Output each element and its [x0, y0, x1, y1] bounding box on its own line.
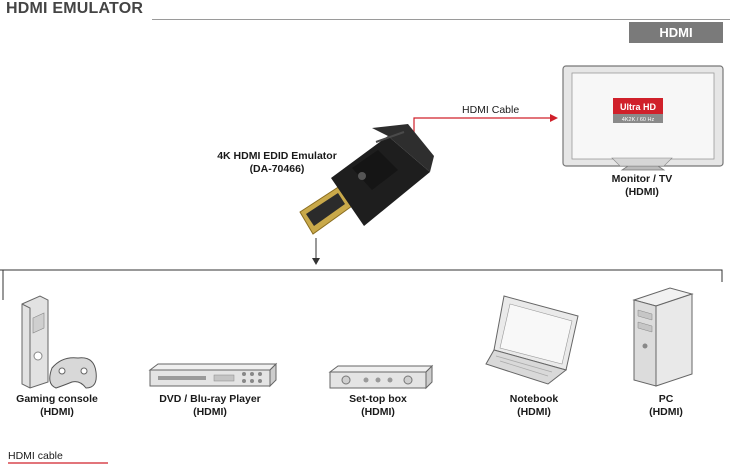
device-name: Set-top box	[349, 393, 407, 405]
device-port: (HDMI)	[40, 405, 74, 418]
monitor-name: Monitor / TV	[611, 173, 673, 185]
device-label-dvd-player: DVD / Blu-ray Player (HDMI)	[150, 393, 270, 418]
legend-label: HDMI cable	[8, 450, 63, 462]
monitor-port: (HDMI)	[625, 185, 659, 198]
device-port: (HDMI)	[517, 405, 551, 418]
arrow-down-icon	[312, 258, 320, 265]
title-divider	[152, 19, 730, 20]
device-bus-line	[0, 269, 723, 282]
cable-label: HDMI Cable	[462, 104, 520, 116]
emulator-model: (DA-70466)	[249, 162, 305, 175]
monitor-label: Monitor / TV (HDMI)	[590, 173, 694, 198]
gaming-console-icon	[21, 295, 97, 389]
device-name: Notebook	[509, 393, 559, 405]
device-port: (HDMI)	[361, 405, 395, 418]
device-name: DVD / Blu-ray Player	[159, 393, 261, 405]
monitor-tv-icon: Ultra HD 4K2K / 60 Hz	[562, 65, 724, 171]
page-title: HDMI EMULATOR	[6, 0, 144, 17]
device-label-pc: PC (HDMI)	[622, 393, 710, 418]
ultra-hd-badge	[613, 98, 663, 114]
device-name: Gaming console	[16, 393, 98, 405]
emulator-name: 4K HDMI EDID Emulator	[217, 150, 337, 162]
device-port: (HDMI)	[193, 405, 227, 418]
ultra-hd-subtext: 4K2K / 60 Hz	[622, 117, 655, 123]
pc-tower-icon	[632, 287, 694, 387]
ultra-hd-text: Ultra HD	[620, 102, 657, 112]
dvd-player-icon	[148, 362, 278, 388]
device-label-notebook: Notebook (HDMI)	[484, 393, 584, 418]
device-name: PC	[658, 393, 674, 405]
notebook-icon	[485, 295, 579, 385]
hdmi-cable-line	[413, 117, 552, 148]
device-label-set-top-box: Set-top box (HDMI)	[328, 393, 428, 418]
set-top-box-icon	[328, 364, 434, 390]
emulator-label: 4K HDMI EDID Emulator (DA-70466)	[210, 150, 344, 175]
device-label-gaming-console: Gaming console (HDMI)	[2, 393, 112, 418]
arrow-right-icon	[550, 114, 558, 122]
device-port: (HDMI)	[649, 405, 683, 418]
hdmi-badge: HDMI	[629, 22, 723, 43]
hdmi-emulator-icon	[299, 124, 434, 235]
